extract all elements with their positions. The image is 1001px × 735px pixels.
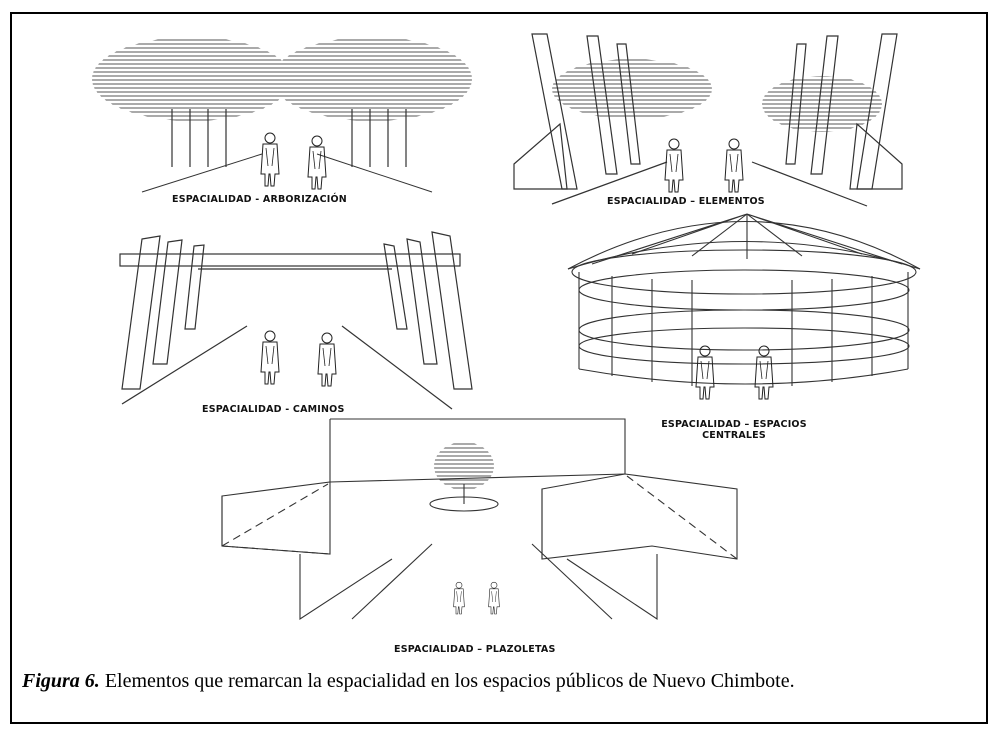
illustration-arborizacion	[92, 37, 472, 193]
figure-frame: ESPACIALIDAD - ARBORIZACIÓN ESPACIALIDAD…	[10, 12, 988, 724]
illustration-elementos	[513, 33, 903, 207]
label-espacios-centrales: ESPACIALIDAD – ESPACIOS CENTRALES	[661, 419, 807, 441]
figure-illustration	[92, 33, 921, 621]
figure-caption: Figura 6. Elementos que remarcan la espa…	[22, 669, 980, 694]
label-caminos: ESPACIALIDAD - CAMINOS	[202, 404, 345, 415]
illustration-espacios-centrales	[567, 213, 921, 400]
figure-number: Figura 6.	[22, 670, 100, 692]
caption-text: Elementos que remarcan la espacialidad e…	[99, 670, 795, 692]
label-elementos: ESPACIALIDAD – ELEMENTOS	[607, 196, 765, 207]
label-arborizacion: ESPACIALIDAD - ARBORIZACIÓN	[172, 194, 347, 205]
illustration-plazoletas	[221, 418, 738, 621]
label-plazoletas: ESPACIALIDAD – PLAZOLETAS	[394, 644, 556, 655]
illustration-caminos	[119, 231, 473, 410]
